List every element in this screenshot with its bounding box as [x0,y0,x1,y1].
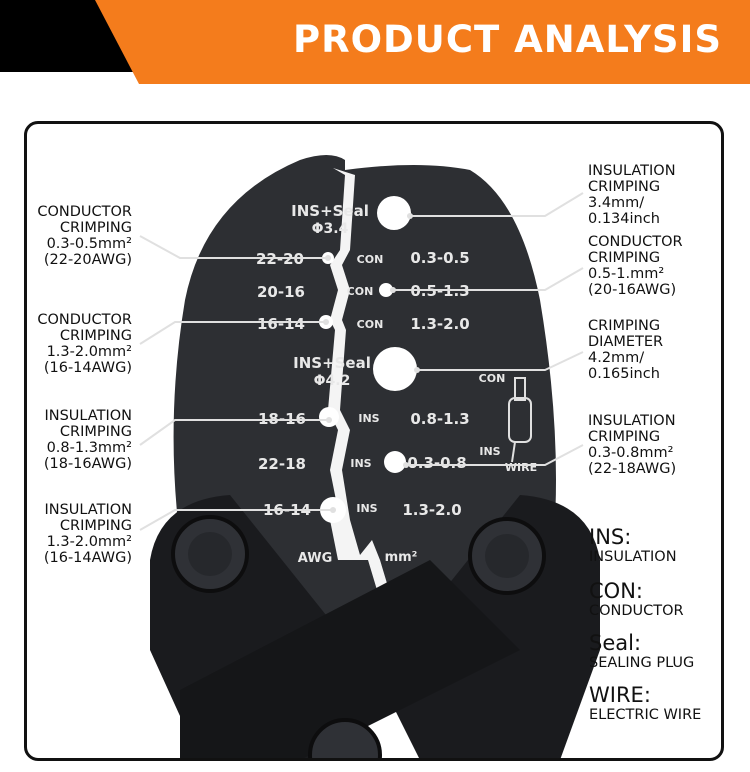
svg-text:CON: CON [357,318,384,331]
svg-text:INS: INS [350,457,371,470]
svg-text:INS: INS [479,445,500,458]
seal-hole-3-4 [377,196,411,230]
svg-text:INS: INS [356,502,377,515]
svg-text:AWG: AWG [298,551,333,566]
die-gap [328,168,392,640]
svg-text:1.3-2.0: 1.3-2.0 [402,501,461,519]
legend-ins: INS:INSULATION [589,525,677,566]
callout-lines [139,192,584,531]
svg-text:CON: CON [479,372,506,385]
svg-text:INS: INS [358,412,379,425]
svg-text:0.8-1.3: 0.8-1.3 [410,410,469,428]
die-jaw [173,155,557,640]
legend-seal: Seal:SEALING PLUG [589,631,695,672]
svg-text:16-14: 16-14 [257,315,305,333]
svg-text:INS+Seal: INS+Seal [293,354,371,372]
svg-text:20-16: 20-16 [257,283,305,301]
svg-text:mm²: mm² [385,550,418,565]
svg-text:Φ4.2: Φ4.2 [314,373,351,389]
seal-hole-4-2 [373,347,417,391]
die-text-seal1: INS+Seal [291,202,369,220]
svg-text:WIRE: WIRE [505,461,537,474]
svg-text:1.3-2.0: 1.3-2.0 [410,315,469,333]
svg-text:0.3-0.5: 0.3-0.5 [410,249,469,267]
svg-text:22-18: 22-18 [258,455,306,473]
header-orange-banner [95,0,750,84]
legend-wire: WIRE:ELECTRIC WIRE [589,683,702,724]
svg-text:CON: CON [357,253,384,266]
page-title: PRODUCT ANALYSIS [293,18,722,61]
legend-con: CON:CONDUCTOR [589,579,684,620]
svg-text:CON: CON [347,285,374,298]
wire-diagram [508,377,532,463]
svg-text:0.3-0.8: 0.3-0.8 [407,454,466,472]
die-text-seal1-dia: Φ3.4 [312,221,349,237]
